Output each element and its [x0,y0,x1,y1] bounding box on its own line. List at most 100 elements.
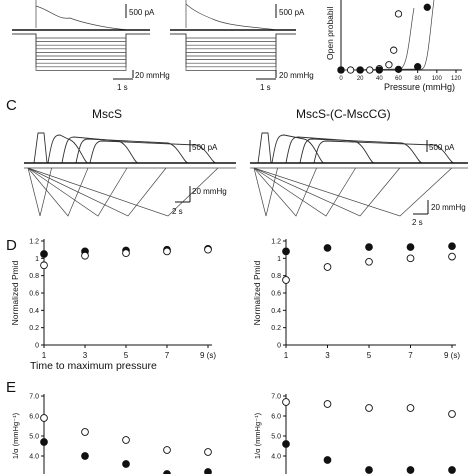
x-tick-label: 1 [42,351,47,360]
pressure-step-trace [170,33,296,39]
data-point [406,404,415,412]
y-tick-label: 0.6 [271,291,281,298]
data-point [122,436,130,444]
x-tick-label: 3 [325,351,330,360]
panel-a-right-current-trace [185,3,277,31]
panel-c-current-trace [299,138,423,164]
panel-a: 500 pA 20 mmHg 1 s 500 pA 20 mmHg 1 s [12,0,314,92]
data-point [122,249,130,257]
panel-c-current-trace [89,140,217,164]
panel-c-current-trace [33,132,48,164]
panel-b-data-point [390,46,398,54]
panel-c-current-trace [285,136,375,164]
panel-b-data-point [366,66,374,74]
x-tick-label: 7 [408,351,413,360]
panel-c-pressure-ramp [27,167,89,217]
panel-e-right-chart: 4.05.06.07.01/α (mmHg⁻¹) [253,394,456,474]
data-point [365,404,373,412]
y-tick-label: 1.2 [271,239,281,246]
y-axis-label: 1/α (mmHg⁻¹) [11,412,20,459]
pressure-step-trace [170,33,296,71]
data-point [323,400,332,408]
panel-c-left-title: MscS [92,107,122,121]
panel-a-right-time-scale-label: 1 s [260,83,271,92]
y-tick-label: 7.0 [29,394,39,401]
data-point [81,428,89,436]
y-tick-label: 0 [35,343,39,350]
panel-e-left-chart: 4.0 5.0 6.0 7.0 1/α (mmHg⁻¹) [11,394,212,474]
y-tick-label: 0.4 [271,308,281,315]
panel-d-shared-xlabel: Time to maximum pressure [30,360,157,372]
panel-b-data-point [414,63,422,71]
y-tick-label: 6.0 [29,414,39,421]
panel-letter-e: E [6,379,16,396]
panel-c-right-title: MscS-(C-MscCG) [296,107,391,121]
data-point [406,254,415,263]
panel-c-current-trace [75,138,189,164]
pressure-step-trace [12,33,150,39]
panel-b-xlabel: Pressure (mmHg) [384,82,455,92]
panel-c-current-trace [257,132,272,164]
panel-b-x-tick-label: 100 [432,76,443,82]
panel-c-right-pressure-scale-label: 20 mmHg [431,203,466,212]
panel-b-x-tick-label: 60 [395,76,402,82]
pressure-step-trace [170,33,296,53]
data-point [163,470,171,474]
panel-a-left-pressure-steps [12,33,150,71]
panel-b-data-point [423,3,431,11]
data-point [204,448,212,456]
y-tick-label: 7.0 [271,394,281,401]
data-point [204,245,212,254]
panel-c-pressure-ramp [27,167,167,217]
data-point [40,261,48,270]
data-point [323,244,332,252]
data-point [40,438,48,446]
y-axis-label: Normalized Pmid [10,260,20,325]
x-tick-label: 1 [284,351,289,360]
panel-b-data-point [394,65,403,73]
y-tick-label: 0.8 [271,273,281,280]
y-tick-label: 0.8 [29,273,39,280]
panel-a-right-pressure-scale-label: 20 mmHg [279,71,314,80]
panel-a-pressure-scale-label: 20 mmHg [135,71,170,80]
panel-c-right-time-scale-label: 2 s [412,218,423,227]
data-point [323,456,332,464]
panel-b-data-point [385,61,393,69]
pressure-step-trace [12,33,150,68]
panel-b-data-point [356,66,364,74]
panel-c-left-time-scale-label: 2 s [172,207,183,216]
data-point [365,466,373,474]
y-tick-label: 0.2 [271,325,281,332]
panel-b-ylabel: Open probabil [325,6,335,60]
panel-c-left-traces [24,132,236,217]
panel-b-x-tick-label: 0 [339,76,343,82]
y-tick-label: 4.0 [29,454,39,461]
data-point [40,250,48,258]
panel-b-points [337,3,431,74]
x-tick-label: 3 [83,351,88,360]
panel-c-pressure-ramp [253,167,356,217]
panel-c-pressure-ramp [253,167,278,217]
panel-a-right-current-scale-label: 500 pA [279,8,305,17]
data-point [448,252,456,261]
data-point [406,466,415,474]
panel-letter-d: D [6,237,17,254]
panel-letter-c: C [6,97,17,114]
y-tick-label: 1.2 [29,239,39,246]
y-tick-label: 5.0 [29,434,39,441]
data-point [163,446,171,454]
y-tick-label: 0.2 [29,325,39,332]
y-axis-label: Normalized Pmid [252,260,262,325]
panel-c-pressure-ramp [27,167,52,217]
data-point [282,276,290,284]
x-tick-label: 9 (s) [444,351,460,360]
panel-b-data-point [346,66,355,74]
data-point [81,251,89,260]
panel-b-x-tick-label: 120 [451,76,462,82]
panel-c-left-pressure-scale-label: 20 mmHg [192,187,227,196]
panel-b-fit-filled [340,0,435,71]
data-point [448,466,456,474]
